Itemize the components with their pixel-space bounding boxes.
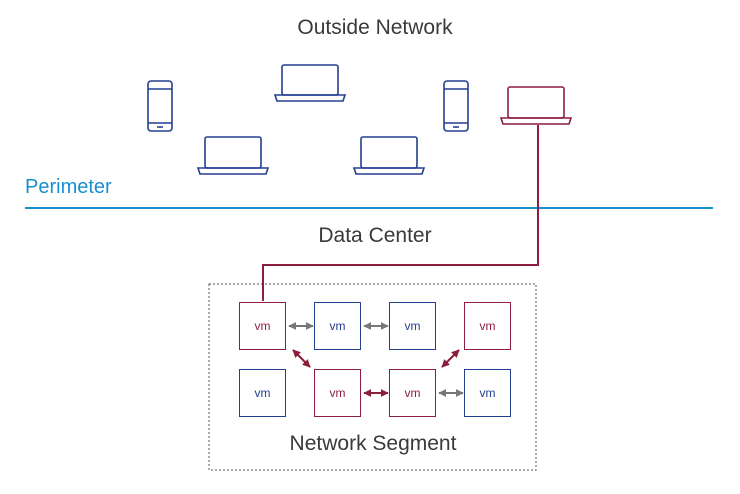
phone-icon [443, 80, 469, 132]
laptop-icon [352, 136, 426, 175]
vm-box: vm [389, 302, 436, 350]
network-segment-title: Network Segment [289, 432, 457, 455]
vm-box: vm [239, 302, 286, 350]
phone-icon [147, 80, 173, 132]
vm-label: vm [254, 319, 271, 333]
vm-label: vm [404, 386, 421, 400]
vm-label: vm [329, 386, 346, 400]
link-arrow-compromised [292, 349, 311, 368]
vm-label: vm [404, 319, 421, 333]
vm-box: vm [464, 302, 511, 350]
attack-path-line [262, 125, 539, 301]
link-arrow-compromised [441, 349, 460, 368]
vm-box: vm [389, 369, 436, 417]
laptop-icon-compromised [499, 86, 573, 125]
vm-box: vm [314, 302, 361, 350]
vm-label: vm [479, 319, 496, 333]
vm-box: vm [314, 369, 361, 417]
vm-label: vm [329, 319, 346, 333]
vm-label: vm [479, 386, 496, 400]
vm-box: vm [239, 369, 286, 417]
laptop-icon [196, 136, 270, 175]
outside-network-title: Outside Network [297, 16, 453, 39]
laptop-icon [273, 64, 347, 102]
network-segment-boundary [208, 283, 537, 471]
perimeter-label: Perimeter [25, 176, 112, 198]
vm-box: vm [464, 369, 511, 417]
data-center-title: Data Center [318, 224, 432, 247]
vm-label: vm [254, 386, 271, 400]
